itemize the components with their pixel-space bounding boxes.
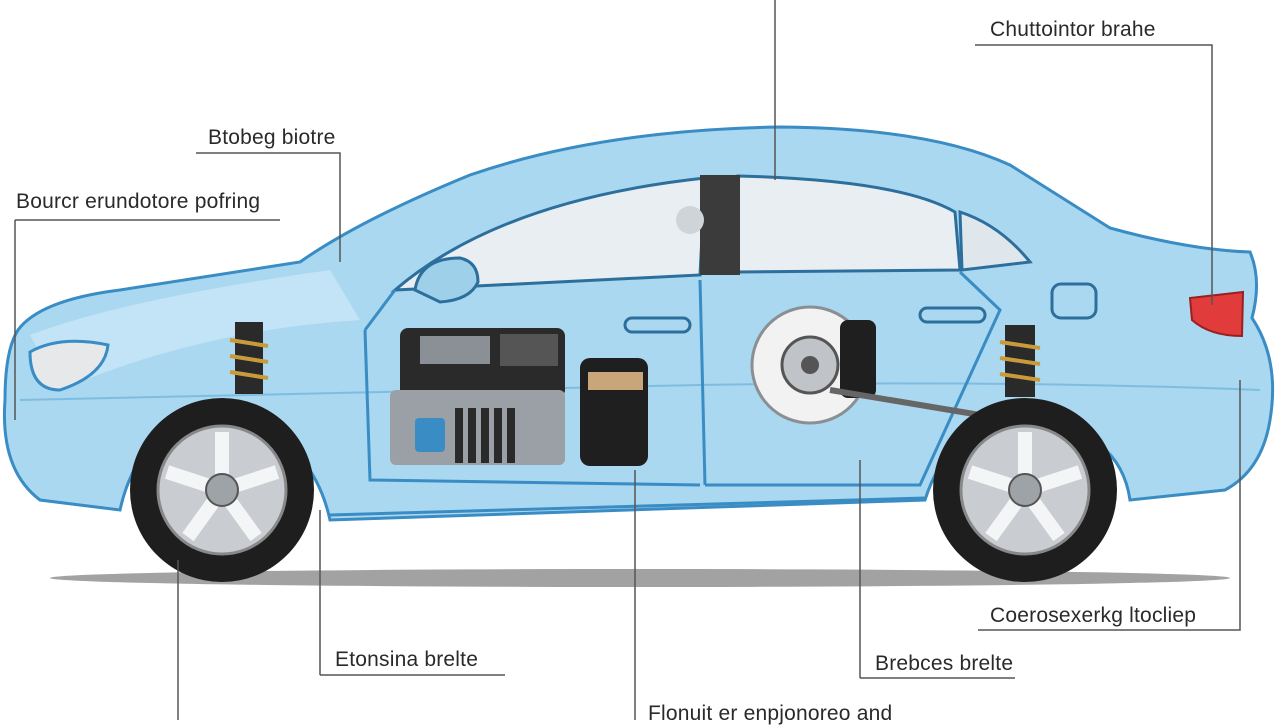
shock-absorber-icon — [999, 325, 1041, 397]
leader-lines — [14, 0, 1241, 720]
battery-icon — [580, 358, 648, 466]
label-bottom-left-center: Etonsina brelte — [335, 648, 479, 671]
shock-absorber-icon — [229, 322, 269, 394]
wheel-icon — [130, 398, 314, 582]
side-mirror-icon — [413, 256, 480, 304]
wheel-icon — [933, 398, 1117, 582]
headlight-icon — [28, 339, 110, 392]
windows — [390, 174, 1033, 292]
engine-icon — [390, 328, 565, 465]
taillight-icon — [1188, 290, 1245, 338]
label-left-upper: Btobeg biotre — [208, 126, 336, 149]
label-bottom-right-center: Brebces brelte — [875, 652, 1014, 675]
fuel-cap-icon — [1050, 282, 1098, 320]
brake-caliper-icon — [840, 320, 876, 398]
label-bottom-right: Coerosexerkg ltocliep — [990, 604, 1197, 627]
door-lines — [363, 270, 1002, 487]
label-left-middle: Bourcr erundotore pofring — [16, 190, 261, 213]
label-bottom-center: Flonuit er enpjonoreo and — [648, 702, 893, 725]
door-handle-icon — [918, 306, 987, 324]
ground-shadow — [50, 569, 1230, 587]
door-handle-icon — [623, 316, 692, 334]
label-top-right: Chuttointor brahe — [990, 18, 1156, 41]
